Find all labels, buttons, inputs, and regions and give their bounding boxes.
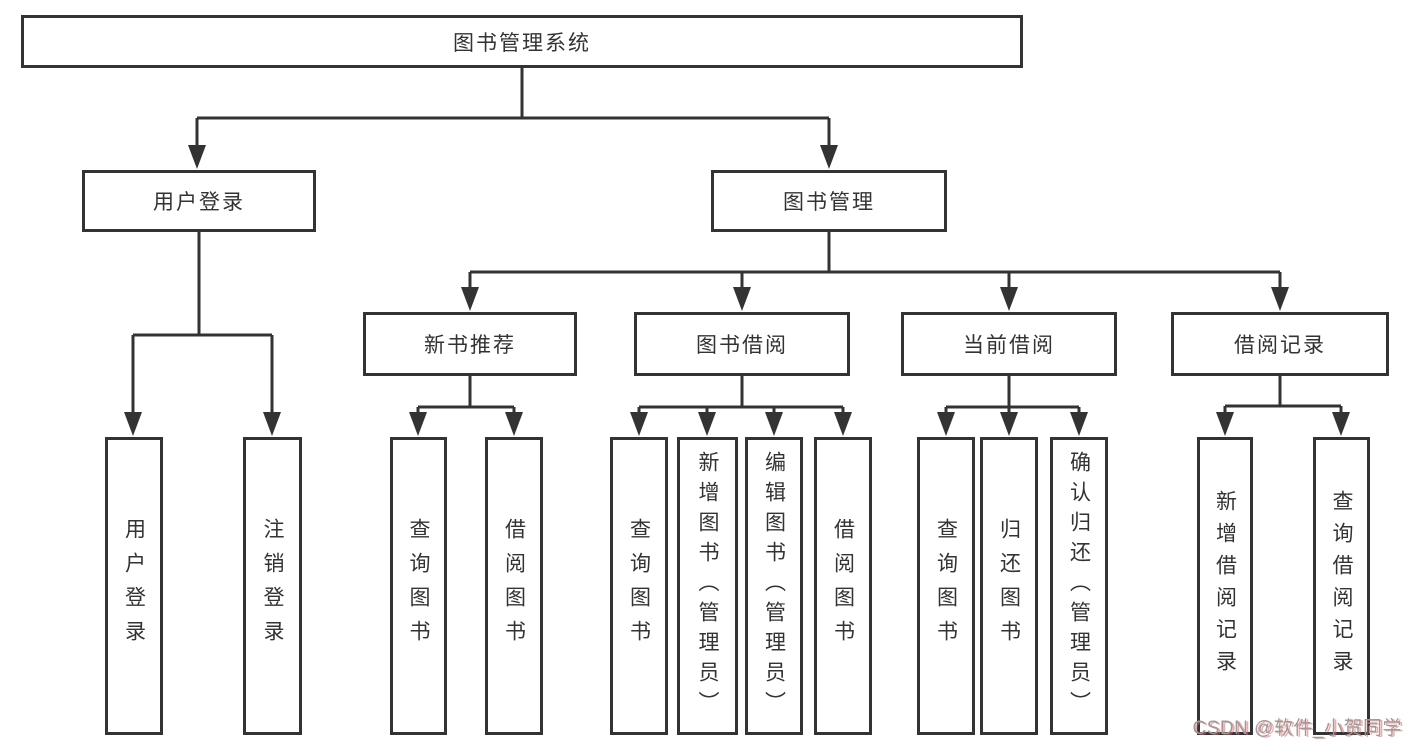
arrowhead-icon [409,412,523,436]
arrowhead-icon [937,412,1088,436]
node-label: 图书借阅 [696,334,788,357]
node-label: 查询借阅记录 [1330,490,1353,682]
node-label: 归还图书 [997,518,1021,654]
node-root-system: 图书管理系统 [21,15,1023,68]
connector-line [131,232,274,416]
node-label: 注销登录 [261,518,284,654]
connector-line [944,376,1081,414]
node-leaf-bb-query-book: 查询图书 [610,437,668,735]
edge-new-book-rec-to-leaves [409,376,523,436]
node-leaf-user-login: 用户登录 [105,437,163,735]
node-book-borrow: 图书借阅 [634,312,850,376]
node-book-mgmt: 图书管理 [711,170,947,232]
node-leaf-nbr-borrow-book: 借阅图书 [485,437,543,735]
connector-line [195,68,831,152]
node-leaf-logout: 注销登录 [243,437,302,735]
node-label: 用户登录 [122,518,146,654]
connector-line [416,376,516,414]
node-leaf-br-add-record: 新增借阅记录 [1197,437,1253,735]
node-label: 新增图书（管理员） [696,451,719,721]
connector-line [468,232,1282,292]
node-borrow-records: 借阅记录 [1171,312,1389,376]
node-leaf-bb-edit-book: 编辑图书（管理员） [745,437,803,735]
arrowhead-icon [461,287,1289,311]
arrowhead-icon [188,145,838,169]
edge-user-login-to-leaves [124,232,281,436]
node-leaf-cb-query-book: 查询图书 [917,437,975,735]
node-label: 借阅图书 [831,518,855,654]
arrowhead-icon [1216,412,1350,436]
node-leaf-bb-add-book: 新增图书（管理员） [677,437,738,735]
node-new-book-rec: 新书推荐 [363,312,577,376]
node-leaf-bb-borrow-book: 借阅图书 [814,437,872,735]
node-leaf-nbr-query-book: 查询图书 [390,437,447,735]
edge-current-borrow-to-leaves [937,376,1088,436]
connector-line [1223,376,1343,414]
node-label: 借阅图书 [502,518,526,654]
edge-root-to-level1 [188,68,838,169]
node-label: 借阅记录 [1234,334,1326,357]
node-label: 用户登录 [153,191,245,214]
node-leaf-cb-return-book: 归还图书 [980,437,1038,735]
node-leaf-br-query-record: 查询借阅记录 [1313,437,1370,735]
node-label: 新增借阅记录 [1213,490,1237,682]
edge-book-borrow-to-leaves [630,376,852,436]
node-label: 确认归还（管理员） [1067,451,1091,721]
node-current-borrow: 当前借阅 [901,312,1117,376]
node-user-login: 用户登录 [82,170,316,232]
edge-borrow-records-to-leaves [1216,376,1350,436]
arrowhead-icon [124,412,281,436]
arrowhead-icon [630,412,852,436]
node-label: 查询图书 [407,518,430,654]
node-label: 查询图书 [934,518,958,654]
edge-book-mgmt-to-level2 [461,232,1289,311]
node-label: 查询图书 [627,518,651,654]
node-label: 编辑图书（管理员） [762,451,786,721]
node-leaf-cb-confirm-return: 确认归还（管理员） [1050,437,1108,735]
node-label: 新书推荐 [424,334,516,357]
csdn-watermark: CSDN @软件_小贺同学 [1192,718,1402,739]
connector-line [637,376,845,414]
node-label: 图书管理系统 [453,31,591,55]
node-label: 图书管理 [783,191,875,214]
node-label: 当前借阅 [963,334,1055,357]
